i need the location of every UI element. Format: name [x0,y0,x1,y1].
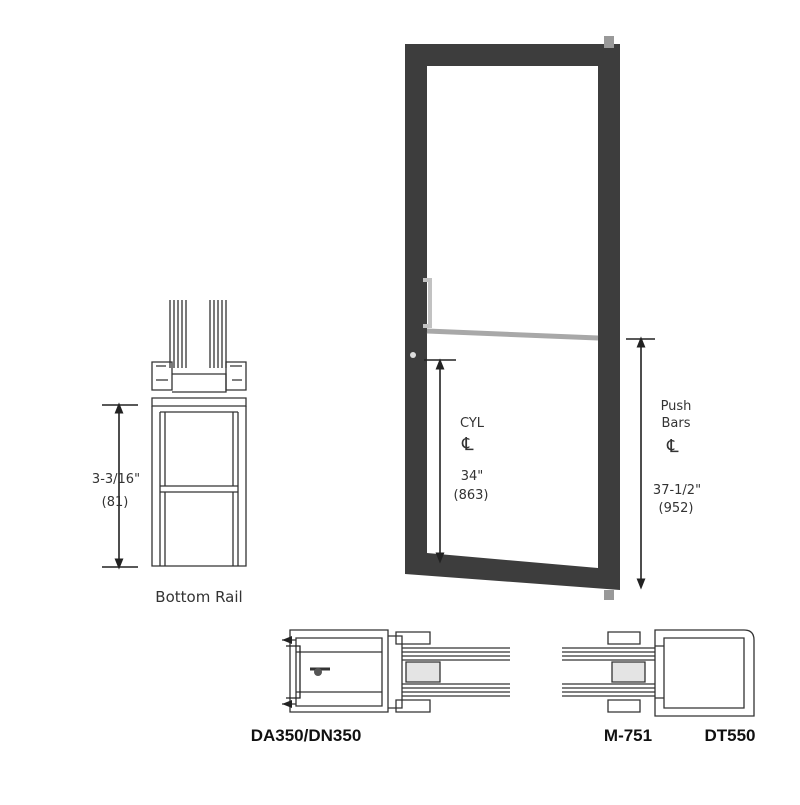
bottom-rail-top-flange [151,397,247,407]
cylinder-dimension-mm: (863) [453,488,489,503]
glass-stop-label: M-751 [603,726,653,745]
cylinder-title: CYL [459,416,485,431]
door-elevation [405,36,655,600]
top-pivot [604,36,614,48]
bottom-rail-dimension-inches: 3-3/16" [91,472,141,487]
bottom-rail-web [160,485,238,493]
pushbar-title-line2: Bars [661,416,691,431]
m751-glass-stop [607,631,641,713]
lock-stile-label: DT550 [704,726,756,745]
cylinder-centerline-symbol: ℄ [462,434,474,455]
bottom-rail-stop-left [151,361,173,391]
pivot-hardware [286,645,301,699]
bottom-pivot [604,590,614,600]
lock-stile-section [562,629,755,717]
lock-cylinder [410,352,416,358]
hinge-stile-label: DA350/DN350 [250,726,362,745]
pull-handle [423,278,432,328]
push-bar [426,328,599,341]
bottom-rail-dimension-mm: (81) [101,495,129,510]
cylinder-dimension-inches: 34" [460,469,484,484]
hinge-stile-tube [289,629,389,713]
pushbar-dimension-inches: 37-1/2" [652,483,702,498]
pushbar-centerline-symbol: ℄ [667,436,679,457]
pushbar-title-line1: Push [660,399,692,414]
pushbar-dimension-mm: (952) [658,501,694,516]
bottom-rail-setting-block [172,373,227,393]
bottom-rail-glass [169,300,227,368]
door-frame [405,44,620,590]
bottom-rail-section [151,300,247,567]
bottom-rail-label: Bottom Rail [155,588,243,606]
dt550-tube [654,629,755,717]
bottom-rail-body [151,406,247,567]
